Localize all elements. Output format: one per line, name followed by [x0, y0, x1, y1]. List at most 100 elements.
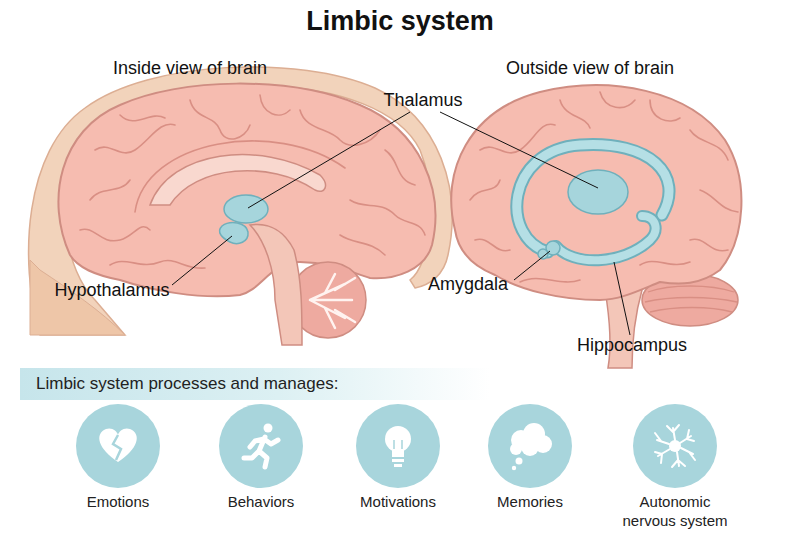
heart-crack	[113, 435, 121, 460]
leader-line	[248, 112, 410, 208]
function-circle: Motivations	[338, 402, 458, 532]
gyrus-line	[340, 235, 385, 255]
circle-outline	[615, 402, 735, 490]
arbor-vitae	[310, 274, 355, 328]
brainstem	[605, 290, 642, 368]
lightbulb-icon	[385, 426, 411, 467]
bulb-base	[392, 459, 404, 462]
cerebrum	[58, 84, 435, 297]
function-label: Behaviors	[201, 492, 321, 511]
bulb	[385, 426, 411, 452]
gyrus-line	[90, 180, 130, 200]
part-label: Thalamus	[383, 90, 462, 111]
thalamus-shape	[568, 170, 628, 214]
circle-shape	[76, 404, 160, 488]
runner-head	[264, 424, 273, 433]
cloud-puff	[511, 430, 531, 450]
thalamus-shape	[224, 195, 268, 223]
cloud-puff	[534, 435, 552, 453]
gyrus-line	[385, 150, 415, 185]
inside-brain	[29, 67, 452, 345]
heart	[99, 428, 137, 462]
gyrus-line	[520, 278, 580, 282]
thought-dot	[512, 466, 516, 470]
neuron-body	[669, 440, 681, 452]
skull	[29, 67, 452, 335]
function-label: Emotions	[58, 492, 178, 511]
function-circle: Behaviors	[201, 402, 321, 532]
outside-brain	[451, 85, 741, 368]
thought-dot	[516, 458, 523, 465]
arbor-branch	[310, 274, 355, 328]
circle-shape	[219, 404, 303, 488]
function-circle: Autonomic nervous system	[615, 402, 735, 532]
cerebellum-folia	[645, 286, 737, 312]
gyrus-line	[120, 115, 165, 121]
gyrus-line	[690, 130, 728, 160]
function-circle: Memories	[470, 402, 590, 532]
gyrus-line	[690, 239, 728, 251]
cloud-puff	[510, 443, 522, 455]
circle-outline	[58, 402, 178, 490]
part-label: Hippocampus	[577, 335, 687, 356]
section-band: Limbic system processes and manages:	[20, 368, 490, 400]
leader-line	[614, 262, 630, 335]
part-label: Hypothalamus	[54, 280, 169, 301]
band-heading: Limbic system processes and manages:	[36, 368, 338, 400]
gyrus-line	[95, 124, 175, 153]
gyri	[80, 95, 425, 268]
hippocampus-shape	[556, 216, 656, 260]
gyrus-line	[260, 95, 290, 115]
neuron-branches	[655, 425, 695, 467]
gyrus-line	[560, 100, 590, 128]
thought-cloud-icon	[510, 423, 552, 470]
cloud-puff	[523, 423, 545, 445]
diagram-title: Limbic system	[0, 6, 800, 37]
function-label: Autonomic nervous system	[615, 492, 735, 530]
gyrus-line	[480, 124, 555, 153]
view-heading: Outside view of brain	[506, 58, 674, 79]
gyrus-line	[700, 190, 738, 212]
circle-outline	[338, 402, 458, 490]
circle-shape	[488, 404, 572, 488]
neuron-icon	[655, 425, 695, 467]
function-label: Motivations	[338, 492, 458, 511]
gyrus-line	[110, 260, 205, 268]
gyrus-line	[650, 100, 680, 121]
leader-line	[514, 251, 550, 280]
gyrus-line	[600, 92, 635, 108]
hippocampus-outline	[556, 216, 656, 260]
limbic-structures	[517, 145, 669, 261]
leader-lines	[172, 112, 630, 335]
function-label: Memories	[470, 492, 590, 511]
brainstem	[250, 224, 302, 345]
circle-shape	[356, 404, 440, 488]
gyri	[470, 92, 738, 282]
gyrus-line	[475, 239, 510, 251]
gyrus-line	[80, 227, 150, 241]
view-heading: Inside view of brain	[113, 58, 267, 79]
part-label: Amygdala	[428, 274, 508, 295]
bulb-filament	[394, 440, 402, 449]
function-circle: Emotions	[58, 402, 178, 532]
circle-outline	[470, 402, 590, 490]
leader-line	[172, 236, 232, 285]
runner-icon	[244, 424, 278, 468]
runner-body	[244, 437, 278, 467]
broken-heart-icon	[99, 428, 137, 462]
gyrus-line	[640, 261, 690, 265]
gyrus-line	[300, 110, 380, 145]
circle-shape	[633, 404, 717, 488]
gyrus-line	[350, 200, 425, 235]
hypothalamus-shape	[220, 223, 249, 244]
bulb-base	[394, 464, 402, 467]
cerebrum	[451, 85, 741, 300]
leader-line	[440, 112, 598, 188]
bulb-neck	[392, 449, 404, 457]
gyrus-line	[190, 100, 250, 139]
gyrus-line	[470, 180, 500, 200]
cloud-puff	[521, 438, 539, 456]
folia-line	[645, 286, 737, 312]
circle-outline	[201, 402, 321, 490]
